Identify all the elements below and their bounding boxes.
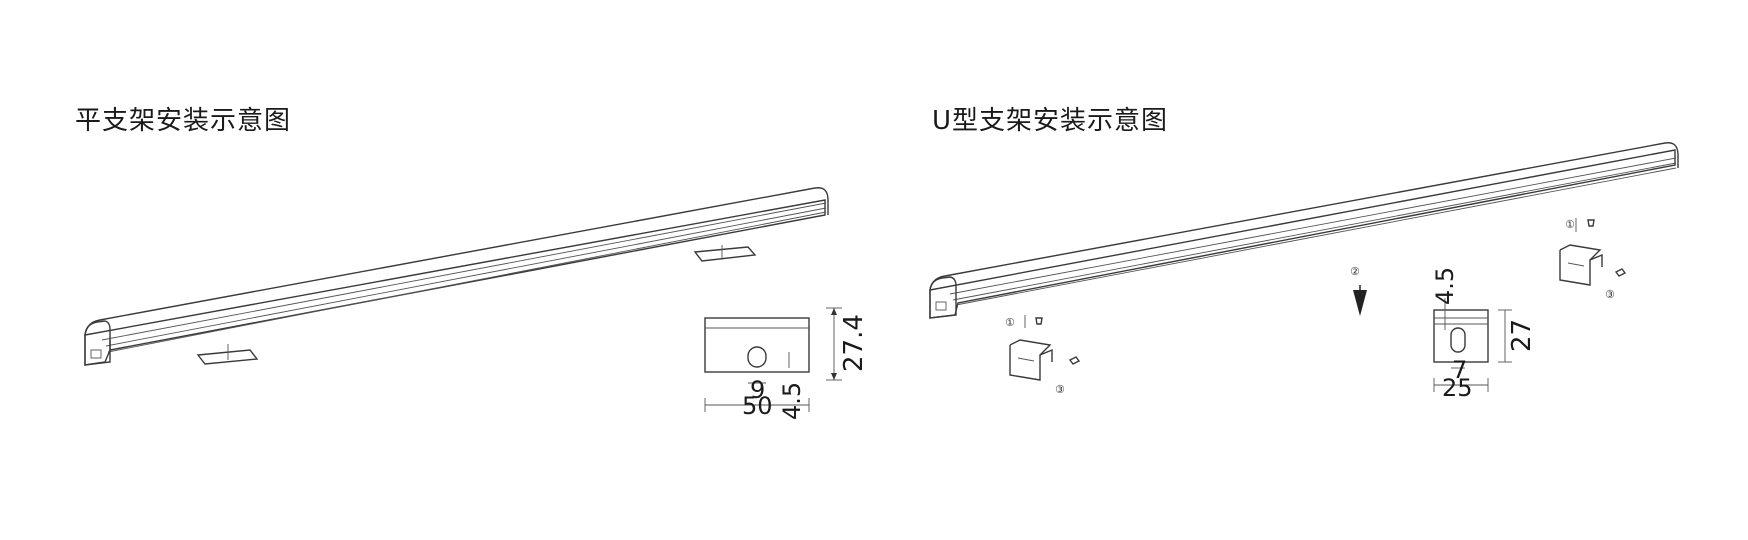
u-bracket-right-part	[1559, 218, 1627, 286]
u-width-dim: 25	[1442, 374, 1473, 402]
step-one-label-left: ①	[1005, 316, 1015, 329]
u-slot-top-dim: 4.5	[1431, 267, 1459, 305]
u-slot-width-dim: 7	[1452, 356, 1467, 384]
step-two-label: ②	[1350, 265, 1360, 278]
step-three-label-left: ③	[1055, 383, 1065, 396]
u-bracket-title: U型支架安装示意图	[932, 106, 1169, 136]
flat-bracket-light-bar	[84, 187, 829, 366]
u-height-dim: 27	[1507, 319, 1537, 352]
u-bracket-left-part	[1009, 315, 1081, 381]
step-one-label-right: ①	[1565, 218, 1575, 231]
flat-slot-offset-dim: 4.5	[778, 382, 806, 420]
step-three-label-right: ③	[1605, 288, 1615, 301]
flat-height-dim: 27.4	[839, 314, 869, 372]
flat-slot-width-dim: 9	[750, 376, 765, 404]
u-bracket-detail	[1433, 298, 1512, 392]
step-two-arrow	[1353, 285, 1367, 316]
flat-width-dim: 50	[742, 392, 773, 420]
u-bracket-light-bar	[929, 142, 1679, 319]
flat-bracket-detail	[704, 307, 842, 412]
flat-bracket-title: 平支架安装示意图	[75, 106, 292, 136]
